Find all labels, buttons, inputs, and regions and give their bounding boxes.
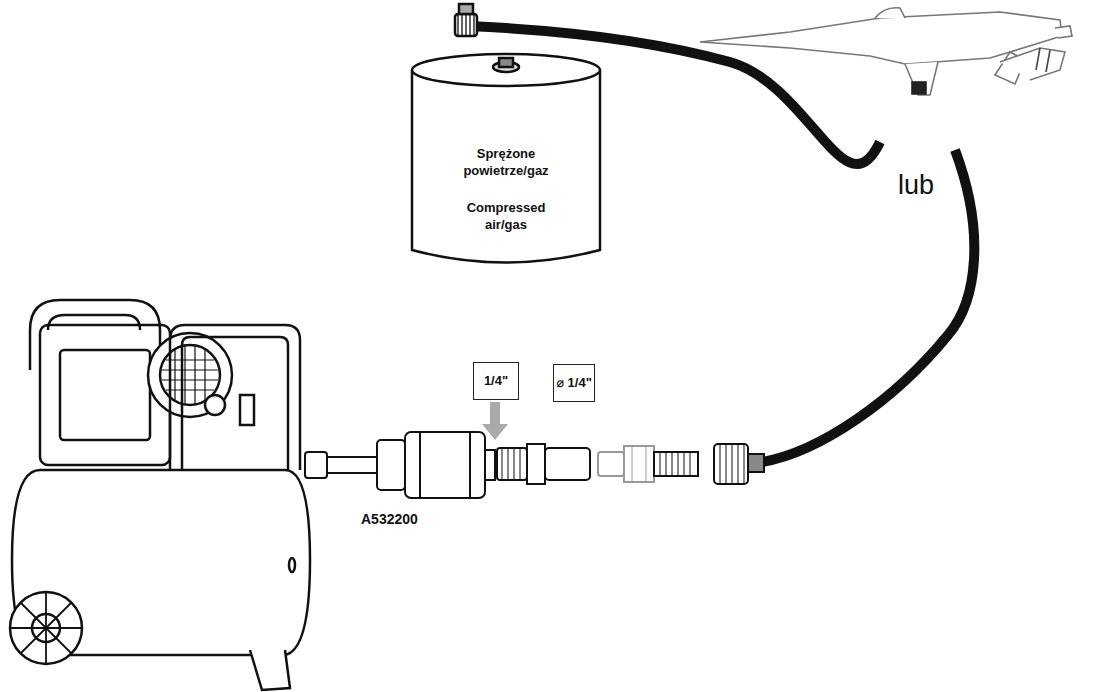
male-plug-part [632, 446, 646, 482]
alternative-word: lub [898, 170, 934, 201]
quick-coupler-part [545, 448, 590, 480]
compressor-part [10, 592, 82, 664]
filter-adapter-part [405, 432, 485, 498]
male-plug-part [598, 452, 624, 476]
filter-adapter-part [305, 452, 327, 478]
compressor-part [289, 558, 295, 572]
airbrush-part [905, 62, 938, 95]
filter-adapter-part [485, 450, 495, 480]
airbrush-part [1000, 48, 1065, 80]
compressor-part [205, 395, 225, 415]
compressor-part [60, 350, 150, 440]
gas-can-part [458, 14, 474, 36]
filter-adapter-part [377, 440, 405, 490]
filter-adapter-part [420, 432, 470, 498]
male-plug-part [654, 452, 698, 476]
gas-can [412, 4, 600, 263]
airbrush-part [875, 8, 905, 18]
quick-coupler-part [527, 444, 545, 484]
airbrush-part [1036, 48, 1040, 70]
compressor [10, 300, 310, 690]
gas-can-part [412, 70, 600, 263]
part-number: A532200 [361, 511, 418, 527]
gas-can-part [459, 4, 473, 14]
compressor-part [250, 650, 290, 690]
hose-nut-part [748, 454, 764, 472]
node-text: Sprężone powietrze/gaz [450, 145, 562, 179]
male-plug-part [660, 452, 690, 476]
insert-arrow-part [482, 424, 508, 440]
airbrush-part [1055, 26, 1072, 38]
diameter-size-box: ⌀ 1/4" [553, 364, 595, 402]
male-plug [598, 446, 698, 482]
hose-part [762, 150, 974, 462]
node-text: ⌀ 1/4" [556, 376, 592, 390]
compressor-part [148, 333, 232, 417]
quick-coupler [497, 444, 590, 484]
node-text: Compressed air/gas [450, 199, 562, 233]
filter-adapter [305, 432, 495, 498]
compressor-part [10, 592, 82, 664]
gas-can-part [455, 14, 477, 36]
compressor-part [170, 325, 300, 470]
compressor-part [182, 337, 288, 470]
thread-size-box: 1/4" [473, 362, 519, 400]
quick-coupler-part [497, 448, 527, 480]
compressor-part [30, 300, 160, 370]
airbrush [700, 8, 1072, 95]
airbrush-part [912, 82, 926, 94]
gas-can-label: Sprężone powietrze/gazCompressed air/gas [450, 145, 562, 253]
gas-can-part [412, 54, 600, 86]
compressor-part [240, 395, 254, 425]
compressor-part [40, 325, 170, 465]
insert-arrow [482, 402, 508, 440]
hose-nut-part [720, 444, 744, 484]
insert-arrow-part [490, 402, 500, 424]
male-plug-part [624, 446, 654, 482]
compressor-part [48, 315, 140, 330]
hose-nut-part [714, 444, 748, 484]
airbrush-part [1046, 50, 1050, 72]
filter-adapter-part [327, 457, 377, 473]
gas-can-part [499, 58, 513, 67]
hose-nut [714, 444, 764, 484]
quick-coupler-part [502, 448, 520, 480]
node-text: 1/4" [484, 374, 508, 388]
